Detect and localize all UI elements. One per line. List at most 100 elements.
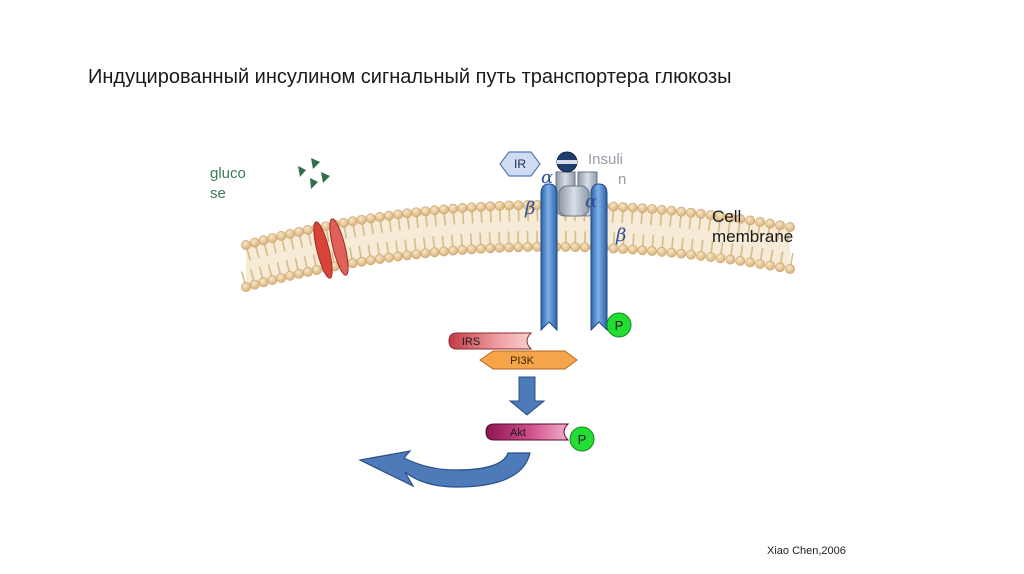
lipid-head bbox=[249, 237, 260, 248]
lipid-head bbox=[755, 259, 765, 269]
lipid-head bbox=[365, 213, 376, 224]
lipid-head bbox=[457, 245, 468, 255]
beta-subunit-right bbox=[590, 183, 608, 332]
glucose-molecule bbox=[310, 178, 318, 189]
lipid-head bbox=[466, 202, 477, 213]
lipid-head bbox=[745, 215, 756, 226]
lipid-head bbox=[735, 256, 746, 266]
lipid-head bbox=[745, 257, 756, 268]
lipid-head bbox=[402, 250, 413, 261]
lipid-head bbox=[656, 204, 667, 215]
lipid-head bbox=[294, 268, 304, 279]
pi3k-protein: PI3K bbox=[479, 350, 578, 370]
lipid-head bbox=[438, 246, 449, 257]
lipid-head bbox=[522, 242, 533, 252]
glucose-transporter bbox=[313, 218, 349, 279]
lipid-head bbox=[338, 217, 349, 228]
lipid-head bbox=[656, 246, 667, 257]
lipid-head bbox=[241, 282, 251, 292]
akt-phosphate-label: P bbox=[578, 432, 587, 447]
ir-label: IR bbox=[514, 157, 526, 171]
down-arrow bbox=[508, 376, 546, 416]
lipid-head bbox=[775, 262, 785, 273]
lipid-head bbox=[532, 241, 543, 252]
alpha-dimer-core bbox=[558, 185, 590, 217]
lipid-head bbox=[618, 202, 628, 212]
lipid-head bbox=[765, 218, 775, 229]
lipid-head bbox=[285, 228, 295, 239]
lipid-head bbox=[608, 243, 619, 254]
lipid-head bbox=[504, 242, 514, 253]
glucose-molecule bbox=[321, 172, 330, 183]
akt-protein: Akt bbox=[485, 423, 570, 441]
lipid-head bbox=[420, 206, 431, 217]
lipid-head bbox=[647, 246, 657, 256]
lipid-head bbox=[686, 207, 696, 218]
lipid-head bbox=[666, 205, 677, 216]
alpha-label-left: α bbox=[541, 167, 554, 188]
lipid-head bbox=[485, 243, 496, 254]
lipid-head bbox=[735, 214, 746, 224]
lipid-head bbox=[356, 256, 367, 267]
receptor-phosphate: P bbox=[606, 312, 632, 338]
irs-label: IRS bbox=[462, 336, 480, 348]
lipid-head bbox=[383, 252, 394, 263]
lipid-head bbox=[608, 201, 619, 212]
lipid-head bbox=[785, 264, 795, 274]
ir-badge: IR bbox=[499, 151, 541, 177]
lipid-head bbox=[725, 254, 736, 265]
cell-membrane-label: Cell membrane bbox=[712, 207, 794, 246]
lipid-head bbox=[448, 203, 459, 214]
lipid-head bbox=[637, 203, 648, 214]
lipid-head bbox=[347, 216, 358, 227]
lipid-head bbox=[775, 220, 785, 231]
glucose-label: gluco se bbox=[210, 165, 246, 202]
receptor-phosphate-label: P bbox=[615, 318, 624, 333]
lipid-head bbox=[695, 208, 706, 219]
lipid-head bbox=[686, 249, 696, 260]
lipid-head bbox=[285, 270, 295, 281]
akt-label: Akt bbox=[510, 427, 526, 439]
lipid-head bbox=[513, 200, 524, 211]
lipid-head bbox=[258, 235, 269, 246]
lipid-head bbox=[294, 226, 304, 237]
lipid-head bbox=[765, 260, 775, 271]
lipid-head bbox=[429, 247, 440, 258]
lipid-head bbox=[466, 244, 477, 255]
lipid-head bbox=[504, 200, 514, 211]
citation: Xiao Chen,2006 bbox=[767, 545, 846, 557]
akt-phosphate: P bbox=[569, 426, 595, 452]
lipid-head bbox=[676, 248, 687, 259]
lipid-head bbox=[715, 253, 726, 264]
lipid-head bbox=[448, 245, 459, 256]
lipid-head bbox=[627, 202, 638, 213]
lipid-head bbox=[725, 212, 736, 223]
lipid-head bbox=[476, 201, 486, 212]
lipid-head bbox=[311, 265, 322, 275]
lipid-head bbox=[676, 206, 687, 217]
lipid-head bbox=[627, 244, 638, 255]
lipid-head bbox=[267, 233, 278, 243]
glucose-molecule bbox=[311, 158, 320, 169]
lipid-head bbox=[393, 251, 403, 262]
lipid-head bbox=[429, 205, 440, 216]
lipid-head bbox=[618, 244, 628, 254]
cell-membrane bbox=[240, 199, 795, 292]
lipid-head bbox=[258, 277, 269, 288]
lipid-head bbox=[267, 275, 278, 285]
lipid-head bbox=[637, 245, 648, 256]
lipid-head bbox=[438, 204, 449, 215]
lipid-head bbox=[457, 203, 468, 213]
beta-label-right: β bbox=[616, 225, 627, 246]
glucose-molecule bbox=[298, 166, 306, 177]
lipid-head bbox=[476, 243, 486, 254]
lipid-head bbox=[420, 248, 431, 259]
lipid-head bbox=[494, 200, 505, 211]
lipid-head bbox=[785, 222, 795, 232]
glucose-molecules bbox=[298, 158, 330, 189]
lipid-head bbox=[276, 273, 287, 283]
lipid-head bbox=[494, 242, 505, 253]
lipid-head bbox=[393, 209, 403, 220]
insulin-receptor bbox=[540, 151, 608, 332]
